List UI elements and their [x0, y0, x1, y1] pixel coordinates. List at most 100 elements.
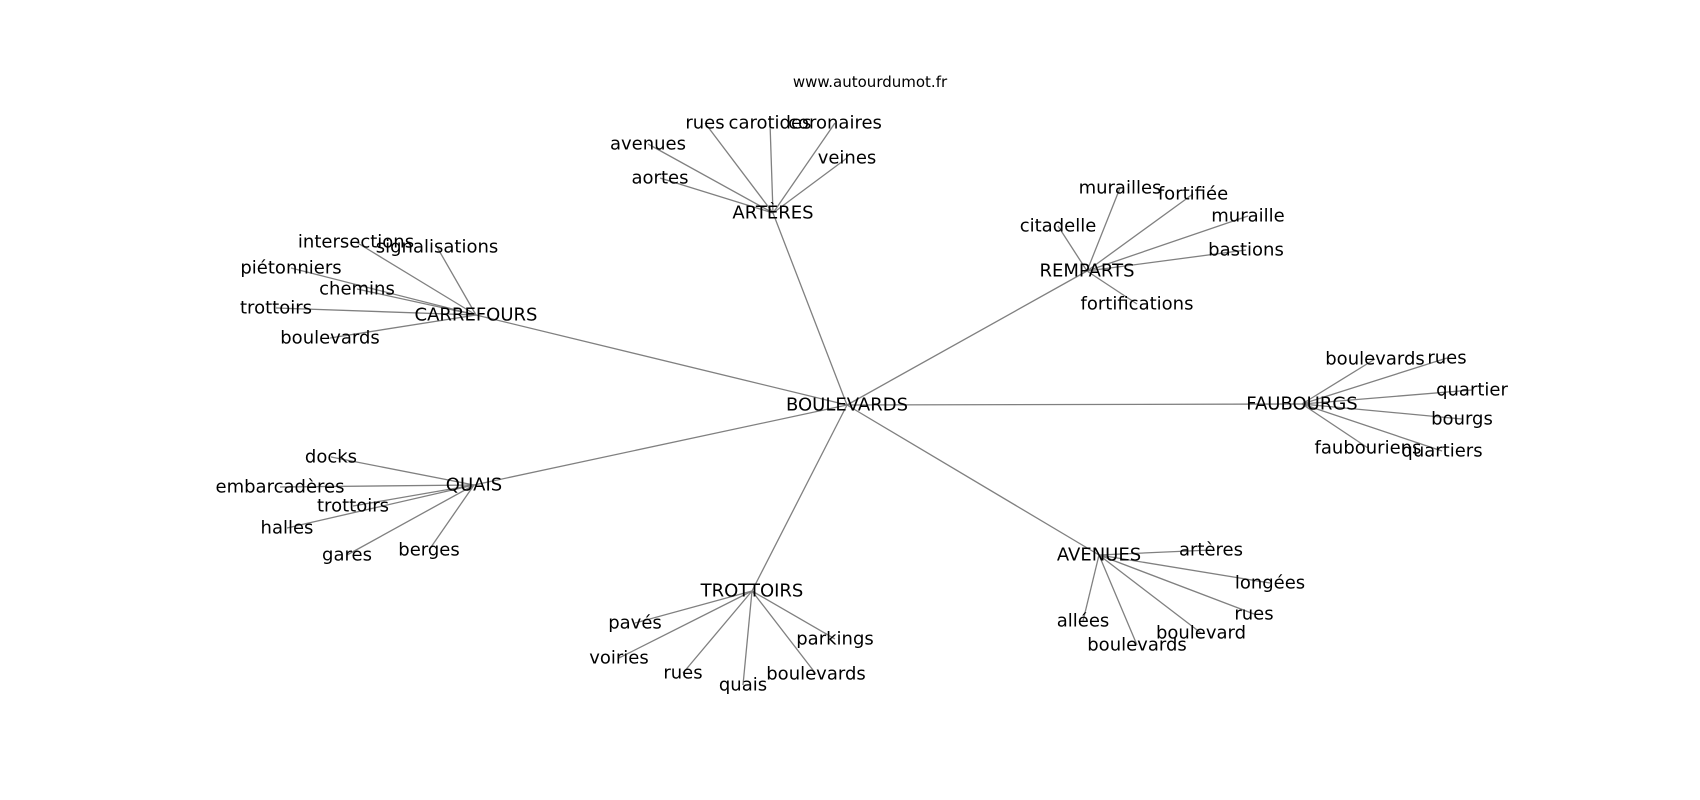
leaf-node-label: boulevard: [1156, 623, 1246, 644]
edge-hub-leaf: [1057, 225, 1088, 272]
edge-center-hub: [473, 404, 848, 486]
leaf-node-label: quartier: [1436, 380, 1508, 401]
edge-hub-leaf: [742, 590, 753, 686]
leaf-node-label: intersections: [298, 232, 414, 253]
edge-hub-leaf: [330, 456, 475, 486]
hub-node-label: FAUBOURGS: [1246, 394, 1357, 415]
leaf-node-label: gares: [322, 545, 372, 566]
leaf-node-label: trottoirs: [240, 298, 312, 319]
leaf-node-label: citadelle: [1020, 216, 1097, 237]
leaf-node-label: boulevards: [280, 328, 380, 349]
leaf-node-label: rues: [1234, 604, 1273, 625]
edge-hub-leaf: [1301, 403, 1369, 449]
leaf-node-label: allées: [1057, 611, 1110, 632]
edge-hub-leaf: [290, 267, 477, 316]
leaf-node-label: artères: [1179, 540, 1243, 561]
graph-edges: [275, 122, 1473, 686]
edge-center-hub: [772, 212, 848, 406]
edge-hub-leaf: [1086, 187, 1121, 272]
edge-hub-leaf: [1098, 549, 1212, 556]
hub-node-label: CARREFOURS: [415, 305, 538, 326]
edge-hub-leaf: [355, 241, 477, 316]
leaf-node-label: parkings: [796, 629, 874, 650]
leaf-node-label: docks: [305, 447, 357, 468]
leaf-node-label: muraille: [1211, 206, 1284, 227]
leaf-node-label: signalisations: [376, 237, 499, 258]
edge-hub-leaf: [1098, 554, 1138, 646]
edge-hub-leaf: [352, 484, 475, 507]
edge-center-hub: [751, 404, 848, 592]
leaf-node-label: embarcadères: [216, 477, 345, 498]
edge-hub-leaf: [751, 590, 817, 675]
hub-node-label: ARTÈRES: [732, 202, 813, 224]
edge-hub-leaf: [1086, 270, 1138, 305]
edge-hub-leaf: [659, 177, 774, 214]
edge-center-hub: [846, 403, 1303, 406]
leaf-node-label: aortes: [632, 168, 689, 189]
edge-hub-leaf: [772, 157, 848, 214]
hub-node-label: REMPARTS: [1039, 261, 1134, 282]
edge-center-hub: [846, 270, 1088, 406]
leaf-node-label: halles: [261, 518, 314, 539]
leaf-node-label: boulevards: [1087, 635, 1187, 656]
leaf-node-label: bastions: [1208, 240, 1284, 261]
leaf-node-label: rues: [1427, 348, 1466, 369]
edge-hub-leaf: [1098, 554, 1202, 634]
leaf-node-label: fortifications: [1081, 294, 1194, 315]
edge-hub-leaf: [286, 484, 475, 529]
edge-hub-leaf: [1301, 389, 1473, 405]
leaf-node-label: pavés: [608, 613, 662, 634]
hub-node-label: AVENUES: [1057, 545, 1141, 566]
leaf-node-label: rues: [663, 663, 702, 684]
leaf-node-label: quais: [719, 675, 767, 696]
edge-hub-leaf: [436, 246, 477, 316]
leaf-node-label: chemins: [319, 279, 395, 300]
leaf-node-label: fortifiée: [1158, 184, 1228, 205]
edge-hub-leaf: [769, 122, 774, 214]
leaf-node-label: avenues: [610, 134, 686, 155]
edge-hub-leaf: [647, 143, 774, 214]
leaf-node-label: voiries: [589, 648, 649, 669]
leaf-node-label: berges: [398, 540, 459, 561]
edge-center-hub: [846, 404, 1100, 556]
leaf-node-label: boulevards: [1325, 349, 1425, 370]
edge-hub-leaf: [1301, 403, 1463, 420]
leaf-node-label: faubouriens: [1315, 438, 1422, 459]
hub-node-label: QUAIS: [446, 475, 502, 496]
leaf-node-label: quartiers: [1401, 441, 1482, 462]
center-node-label: BOULEVARDS: [786, 395, 908, 416]
edge-hub-leaf: [329, 314, 477, 339]
leaf-node-label: carotides: [729, 113, 812, 134]
edge-hub-leaf: [428, 484, 475, 551]
edge-hub-leaf: [704, 122, 774, 214]
leaf-node-label: coronaires: [788, 113, 882, 134]
edge-hub-leaf: [346, 484, 475, 556]
edge-hub-leaf: [1098, 554, 1271, 584]
watermark-text: www.autourdumot.fr: [793, 73, 948, 91]
edge-hub-leaf: [634, 590, 753, 624]
edge-hub-leaf: [1086, 193, 1194, 272]
edge-hub-leaf: [356, 288, 477, 316]
hub-node-label: TROTTOIRS: [700, 581, 804, 602]
leaf-node-label: longées: [1235, 573, 1305, 594]
edge-hub-leaf: [618, 590, 753, 659]
edge-hub-leaf: [772, 122, 836, 214]
leaf-node-label: rues: [685, 113, 724, 134]
edge-hub-leaf: [279, 484, 475, 488]
edge-hub-leaf: [1098, 554, 1255, 615]
edge-hub-leaf: [1082, 554, 1100, 622]
edge-hub-leaf: [751, 590, 836, 640]
leaf-node-label: boulevards: [766, 664, 866, 685]
edge-hub-leaf: [1301, 403, 1443, 452]
edge-hub-leaf: [1301, 357, 1448, 405]
edge-hub-leaf: [275, 307, 477, 316]
leaf-node-label: bourgs: [1431, 409, 1493, 430]
leaf-node-label: murailles: [1079, 178, 1162, 199]
edge-hub-leaf: [1301, 358, 1376, 405]
edge-hub-leaf: [1086, 215, 1249, 272]
edge-hub-leaf: [1086, 249, 1247, 272]
edge-center-hub: [475, 314, 848, 406]
leaf-node-label: piétonniers: [240, 258, 341, 279]
